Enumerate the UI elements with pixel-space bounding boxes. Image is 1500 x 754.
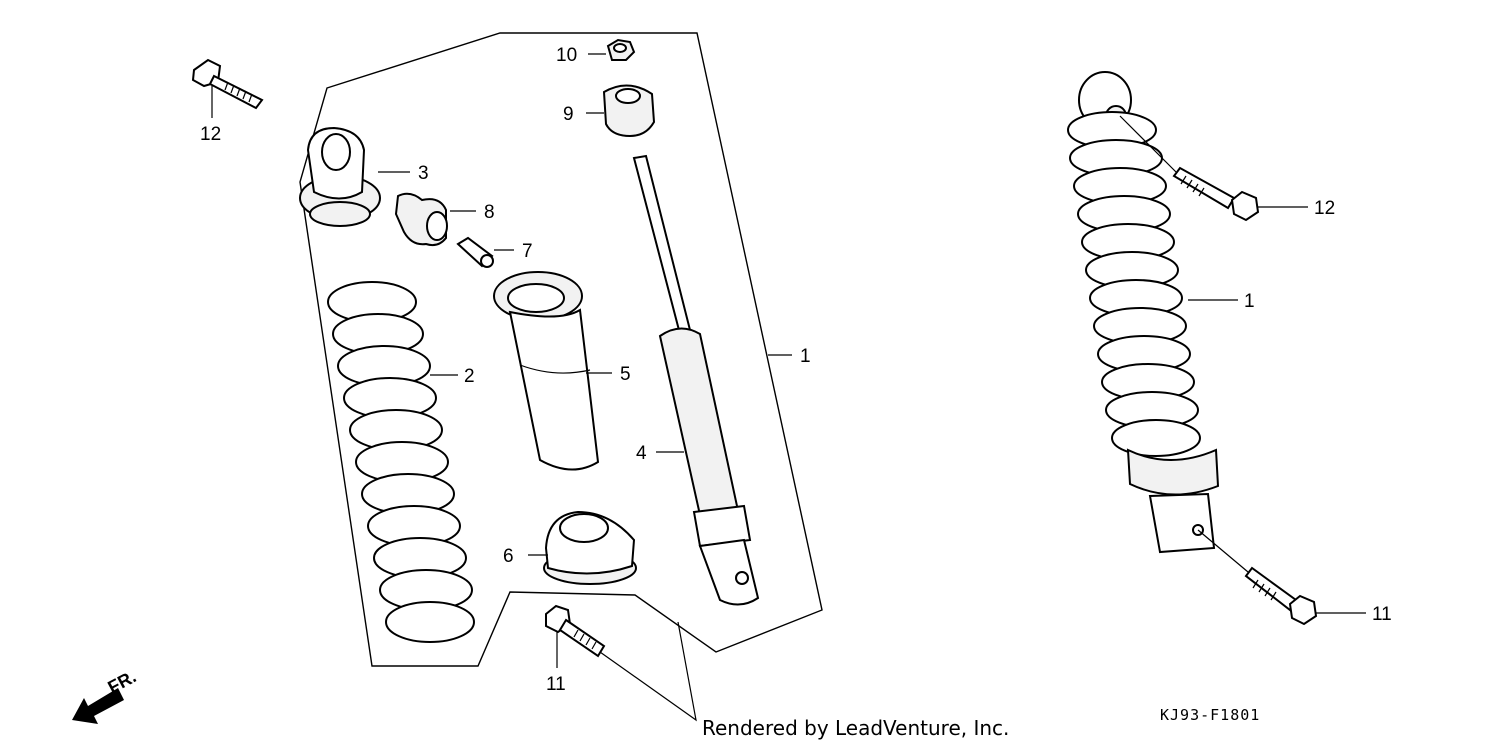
spring-seat-6[interactable] xyxy=(528,510,637,585)
rubber-cushion-9[interactable] xyxy=(586,84,656,138)
callout-10: 10 xyxy=(556,45,577,66)
nut-10[interactable] xyxy=(588,38,636,61)
callout-12-top-right: 12 xyxy=(1314,198,1335,219)
callout-11-bottom-right: 11 xyxy=(1372,604,1392,625)
callout-9: 9 xyxy=(563,104,574,125)
upper-mount-3[interactable] xyxy=(299,126,410,227)
bolt-11-bottom-right[interactable] xyxy=(1197,529,1366,626)
bushing-8[interactable] xyxy=(394,192,476,247)
callout-5: 5 xyxy=(620,364,631,385)
front-direction-arrow: FR. xyxy=(72,666,139,724)
callout-3: 3 xyxy=(418,163,429,184)
callout-7: 7 xyxy=(522,241,533,262)
direction-label: FR. xyxy=(104,666,139,697)
watermark-text: Rendered by LeadVenture, Inc. xyxy=(702,716,1010,740)
bolt-12-top-left[interactable] xyxy=(191,58,264,118)
damper-4[interactable] xyxy=(632,154,760,606)
callout-2: 2 xyxy=(464,366,475,387)
bolt-12-top-right[interactable] xyxy=(1119,115,1308,222)
dust-boot-5[interactable] xyxy=(493,271,612,471)
callout-1-left: 1 xyxy=(800,346,811,367)
collar-7[interactable] xyxy=(456,236,514,268)
diagram-code: KJ93-F1801 xyxy=(1160,706,1261,724)
bolt-11-bottom-left[interactable] xyxy=(545,604,697,722)
spring-2[interactable] xyxy=(327,281,475,643)
callout-6: 6 xyxy=(503,546,514,567)
shock-assembly-right[interactable] xyxy=(1067,71,1238,554)
callout-1-right: 1 xyxy=(1244,291,1255,312)
assembly-group-outline xyxy=(299,32,823,667)
callout-11-bottom-left: 11 xyxy=(546,674,566,695)
callout-4: 4 xyxy=(636,443,647,464)
callout-12-top-left: 12 xyxy=(200,124,221,145)
callout-8: 8 xyxy=(484,202,495,223)
